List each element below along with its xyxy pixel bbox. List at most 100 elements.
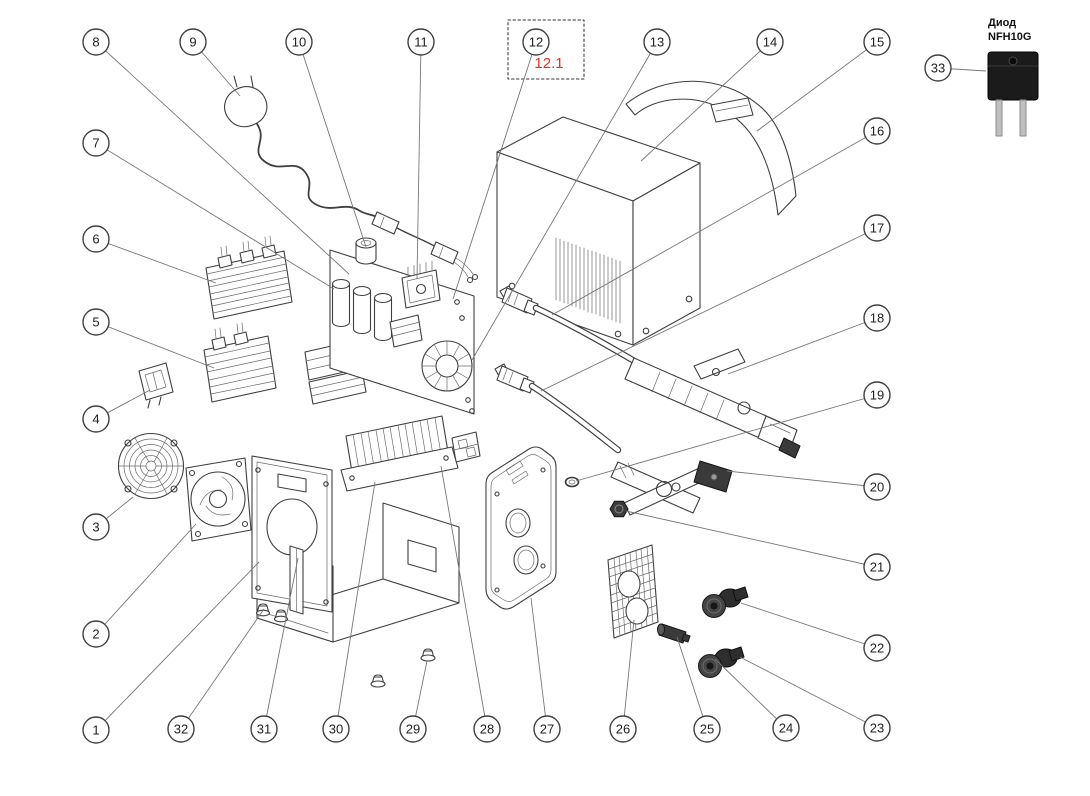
leader-line-25 [676, 636, 708, 730]
callout-circle-9 [179, 28, 207, 56]
leader-line-1 [95, 561, 260, 731]
callout-circle-6 [82, 225, 110, 253]
callout-number-5: 5 [92, 315, 99, 330]
callout-number-6: 6 [92, 232, 99, 247]
callout-circle-2 [82, 620, 110, 648]
callout-circle-20 [863, 473, 891, 501]
terminal-block [451, 431, 481, 463]
callout-circle-31 [250, 715, 278, 743]
chassis-cutout [407, 539, 437, 573]
power-plug [224, 75, 268, 128]
callout-number-7: 7 [92, 136, 99, 151]
callout-circle-23 [863, 714, 891, 742]
callout-number-28: 28 [480, 722, 494, 737]
vent-slots [555, 237, 621, 324]
holder-tip [778, 437, 801, 459]
callout-31: 31 [250, 715, 278, 743]
callout-number-33: 33 [931, 61, 945, 76]
callout-number-13: 13 [650, 35, 664, 50]
callout-circle-13 [643, 28, 671, 56]
main-pcb-assembly [329, 237, 475, 415]
transistor [217, 254, 233, 269]
inset-label-line1: Диод [988, 17, 1016, 29]
callout-30: 30 [322, 715, 350, 743]
rubber-foot-front-2 [273, 609, 289, 623]
callout-circle-28 [473, 715, 501, 743]
leader-line-6 [95, 238, 217, 284]
diode-leg [995, 99, 1003, 137]
leader-line-5 [95, 321, 215, 369]
callout-number-16: 16 [870, 124, 884, 139]
igbt-module [401, 260, 441, 309]
callout-22: 22 [863, 634, 891, 662]
callout-circle-16 [863, 117, 891, 145]
callout-15: 15 [863, 28, 891, 56]
mesh-panel [607, 544, 659, 639]
case-cover [496, 116, 701, 346]
callout-24: 24 [772, 714, 800, 742]
ground-clamp [610, 460, 733, 516]
callout-circle-1 [82, 716, 110, 744]
callout-circle-24 [772, 714, 800, 742]
cord-connector [430, 241, 459, 265]
callout-10: 10 [285, 28, 313, 56]
callout-circle-8 [82, 28, 110, 56]
callout-circle-19 [863, 381, 891, 409]
callout-number-25: 25 [700, 722, 714, 737]
callout-28: 28 [473, 715, 501, 743]
callout-circle-18 [863, 304, 891, 332]
callout-number-20: 20 [870, 480, 884, 495]
callout-number-29: 29 [406, 722, 420, 737]
leader-line-12 [452, 41, 537, 300]
callout-6: 6 [82, 225, 110, 253]
diode-package [987, 51, 1039, 137]
leader-line-10 [298, 41, 367, 248]
callout-circle-26 [609, 715, 637, 743]
electrode-holder [624, 348, 801, 459]
callout-number-30: 30 [329, 722, 343, 737]
sub-callout-12-1: 12.1 [507, 19, 585, 80]
callout-number-23: 23 [870, 721, 884, 736]
callout-number-17: 17 [870, 221, 884, 236]
leader-line-30 [335, 481, 376, 730]
callout-12: 12 [522, 28, 550, 56]
front-bezel [485, 446, 557, 610]
callout-5: 5 [82, 308, 110, 336]
inset-label-line2: NFH10G [988, 31, 1031, 43]
callout-number-22: 22 [870, 641, 884, 656]
callout-number-18: 18 [870, 311, 884, 326]
callout-20: 20 [863, 473, 891, 501]
callout-circle-22 [863, 634, 891, 662]
callout-circle-21 [863, 553, 891, 581]
callout-circle-15 [863, 28, 891, 56]
leader-line-15 [756, 41, 878, 132]
holder-lever [693, 348, 746, 380]
callout-number-32: 32 [174, 722, 188, 737]
callout-16: 16 [863, 117, 891, 145]
callout-number-26: 26 [616, 722, 630, 737]
callout-number-1: 1 [92, 723, 99, 738]
handle-clip [710, 97, 754, 123]
ground-cable [494, 363, 622, 454]
transistor [233, 331, 249, 346]
dinse-plug-body [501, 287, 533, 314]
callout-1: 1 [82, 716, 110, 744]
illustration: 12.1 Диод NFH10G [117, 17, 1039, 688]
leader-line-26 [622, 619, 635, 730]
callout-number-9: 9 [189, 35, 196, 50]
callout-number-27: 27 [540, 722, 554, 737]
callout-29: 29 [399, 715, 427, 743]
callout-7: 7 [82, 129, 110, 157]
callout-number-3: 3 [92, 520, 99, 535]
dinse-plug-body [496, 365, 529, 392]
callout-number-15: 15 [870, 35, 884, 50]
callout-3: 3 [82, 513, 110, 541]
transistor [211, 336, 227, 351]
callout-13: 13 [643, 28, 671, 56]
leader-line-31 [263, 557, 299, 730]
callout-circle-29 [399, 715, 427, 743]
leader-line-32 [180, 608, 265, 730]
leader-line-2 [95, 523, 197, 635]
callout-circle-27 [533, 715, 561, 743]
